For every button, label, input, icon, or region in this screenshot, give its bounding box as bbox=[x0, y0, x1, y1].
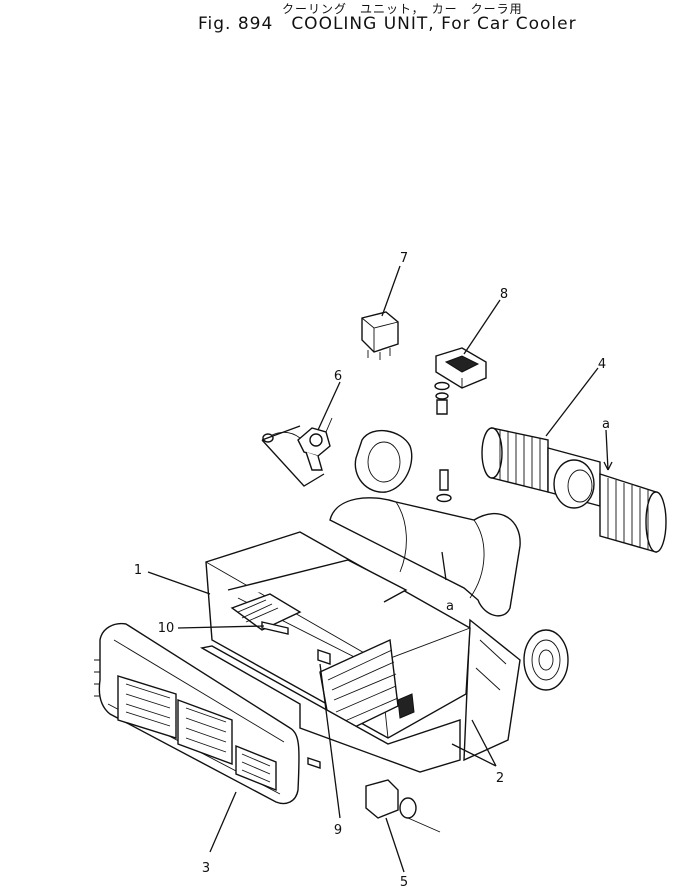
panel-screw bbox=[307, 757, 321, 769]
part-2-blower-housing bbox=[329, 497, 521, 762]
part-4-blower-motor bbox=[481, 427, 667, 553]
gasket-ring bbox=[354, 429, 413, 493]
outlet-grille-disc bbox=[523, 629, 569, 691]
callout-7: 7 bbox=[400, 251, 408, 266]
part-5-solenoid bbox=[365, 779, 441, 833]
lower-case-panel bbox=[200, 645, 461, 773]
part-6-expansion-valve bbox=[262, 417, 333, 471]
callout-3: 3 bbox=[202, 861, 210, 876]
callout-10: 10 bbox=[158, 621, 175, 636]
figure-number: Fig. 894 bbox=[198, 14, 274, 34]
callout-1: 1 bbox=[134, 563, 142, 578]
callout-2: 2 bbox=[496, 771, 504, 786]
callout-a-center: a bbox=[446, 599, 454, 614]
callout-9: 9 bbox=[334, 823, 342, 838]
leader-lines bbox=[147, 265, 613, 873]
japanese-title: クーリング ユニット， カー クーラ用 bbox=[282, 2, 523, 16]
figure-caption: COOLING UNIT, For Car Cooler bbox=[291, 14, 577, 34]
callout-5: 5 bbox=[400, 875, 408, 889]
callout-4: 4 bbox=[598, 357, 606, 372]
callout-8: 8 bbox=[500, 287, 508, 302]
bolt-washers bbox=[434, 381, 450, 415]
part-1-evaporator-case bbox=[205, 531, 471, 740]
callout-6: 6 bbox=[334, 369, 342, 384]
part-3-louver-panel bbox=[94, 622, 300, 805]
figure-title: Fig. 894 COOLING UNIT, For Car Cooler bbox=[198, 14, 595, 34]
part-9-clip bbox=[317, 649, 331, 665]
part-8-switch bbox=[435, 347, 487, 389]
part-7-relay bbox=[361, 311, 399, 360]
callout-a-top: a bbox=[602, 417, 610, 432]
